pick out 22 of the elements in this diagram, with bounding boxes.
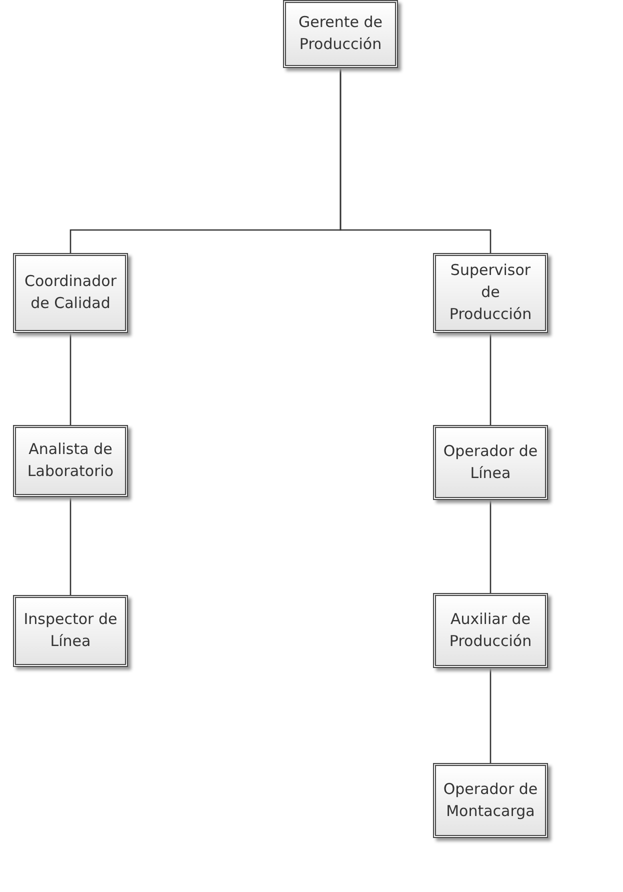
position-box bbox=[13, 595, 128, 667]
position-box bbox=[433, 763, 548, 838]
connector-line bbox=[490, 668, 492, 763]
connector-line bbox=[340, 68, 492, 253]
connector-line bbox=[70, 333, 72, 425]
position-box bbox=[433, 425, 548, 500]
position-title: Analista de Laboratorio bbox=[26, 439, 115, 482]
position-box bbox=[433, 253, 548, 333]
position-box bbox=[433, 593, 548, 668]
position-box bbox=[13, 253, 128, 333]
position-title: Gerente de Producción bbox=[297, 12, 384, 55]
position-title: Auxiliar de Producción bbox=[448, 608, 533, 652]
position-title: Operador de Montacarga bbox=[442, 778, 539, 822]
connector-line bbox=[490, 333, 492, 425]
position-title: Operador de Línea bbox=[442, 440, 539, 484]
position-title: Supervisor de Producción bbox=[448, 260, 533, 325]
position-title: Inspector de Línea bbox=[22, 609, 118, 652]
connector-line bbox=[490, 500, 492, 593]
position-box bbox=[283, 0, 398, 68]
position-box bbox=[13, 425, 128, 497]
position-title: Coordinador de Calidad bbox=[24, 271, 118, 314]
connector-line bbox=[70, 497, 72, 595]
